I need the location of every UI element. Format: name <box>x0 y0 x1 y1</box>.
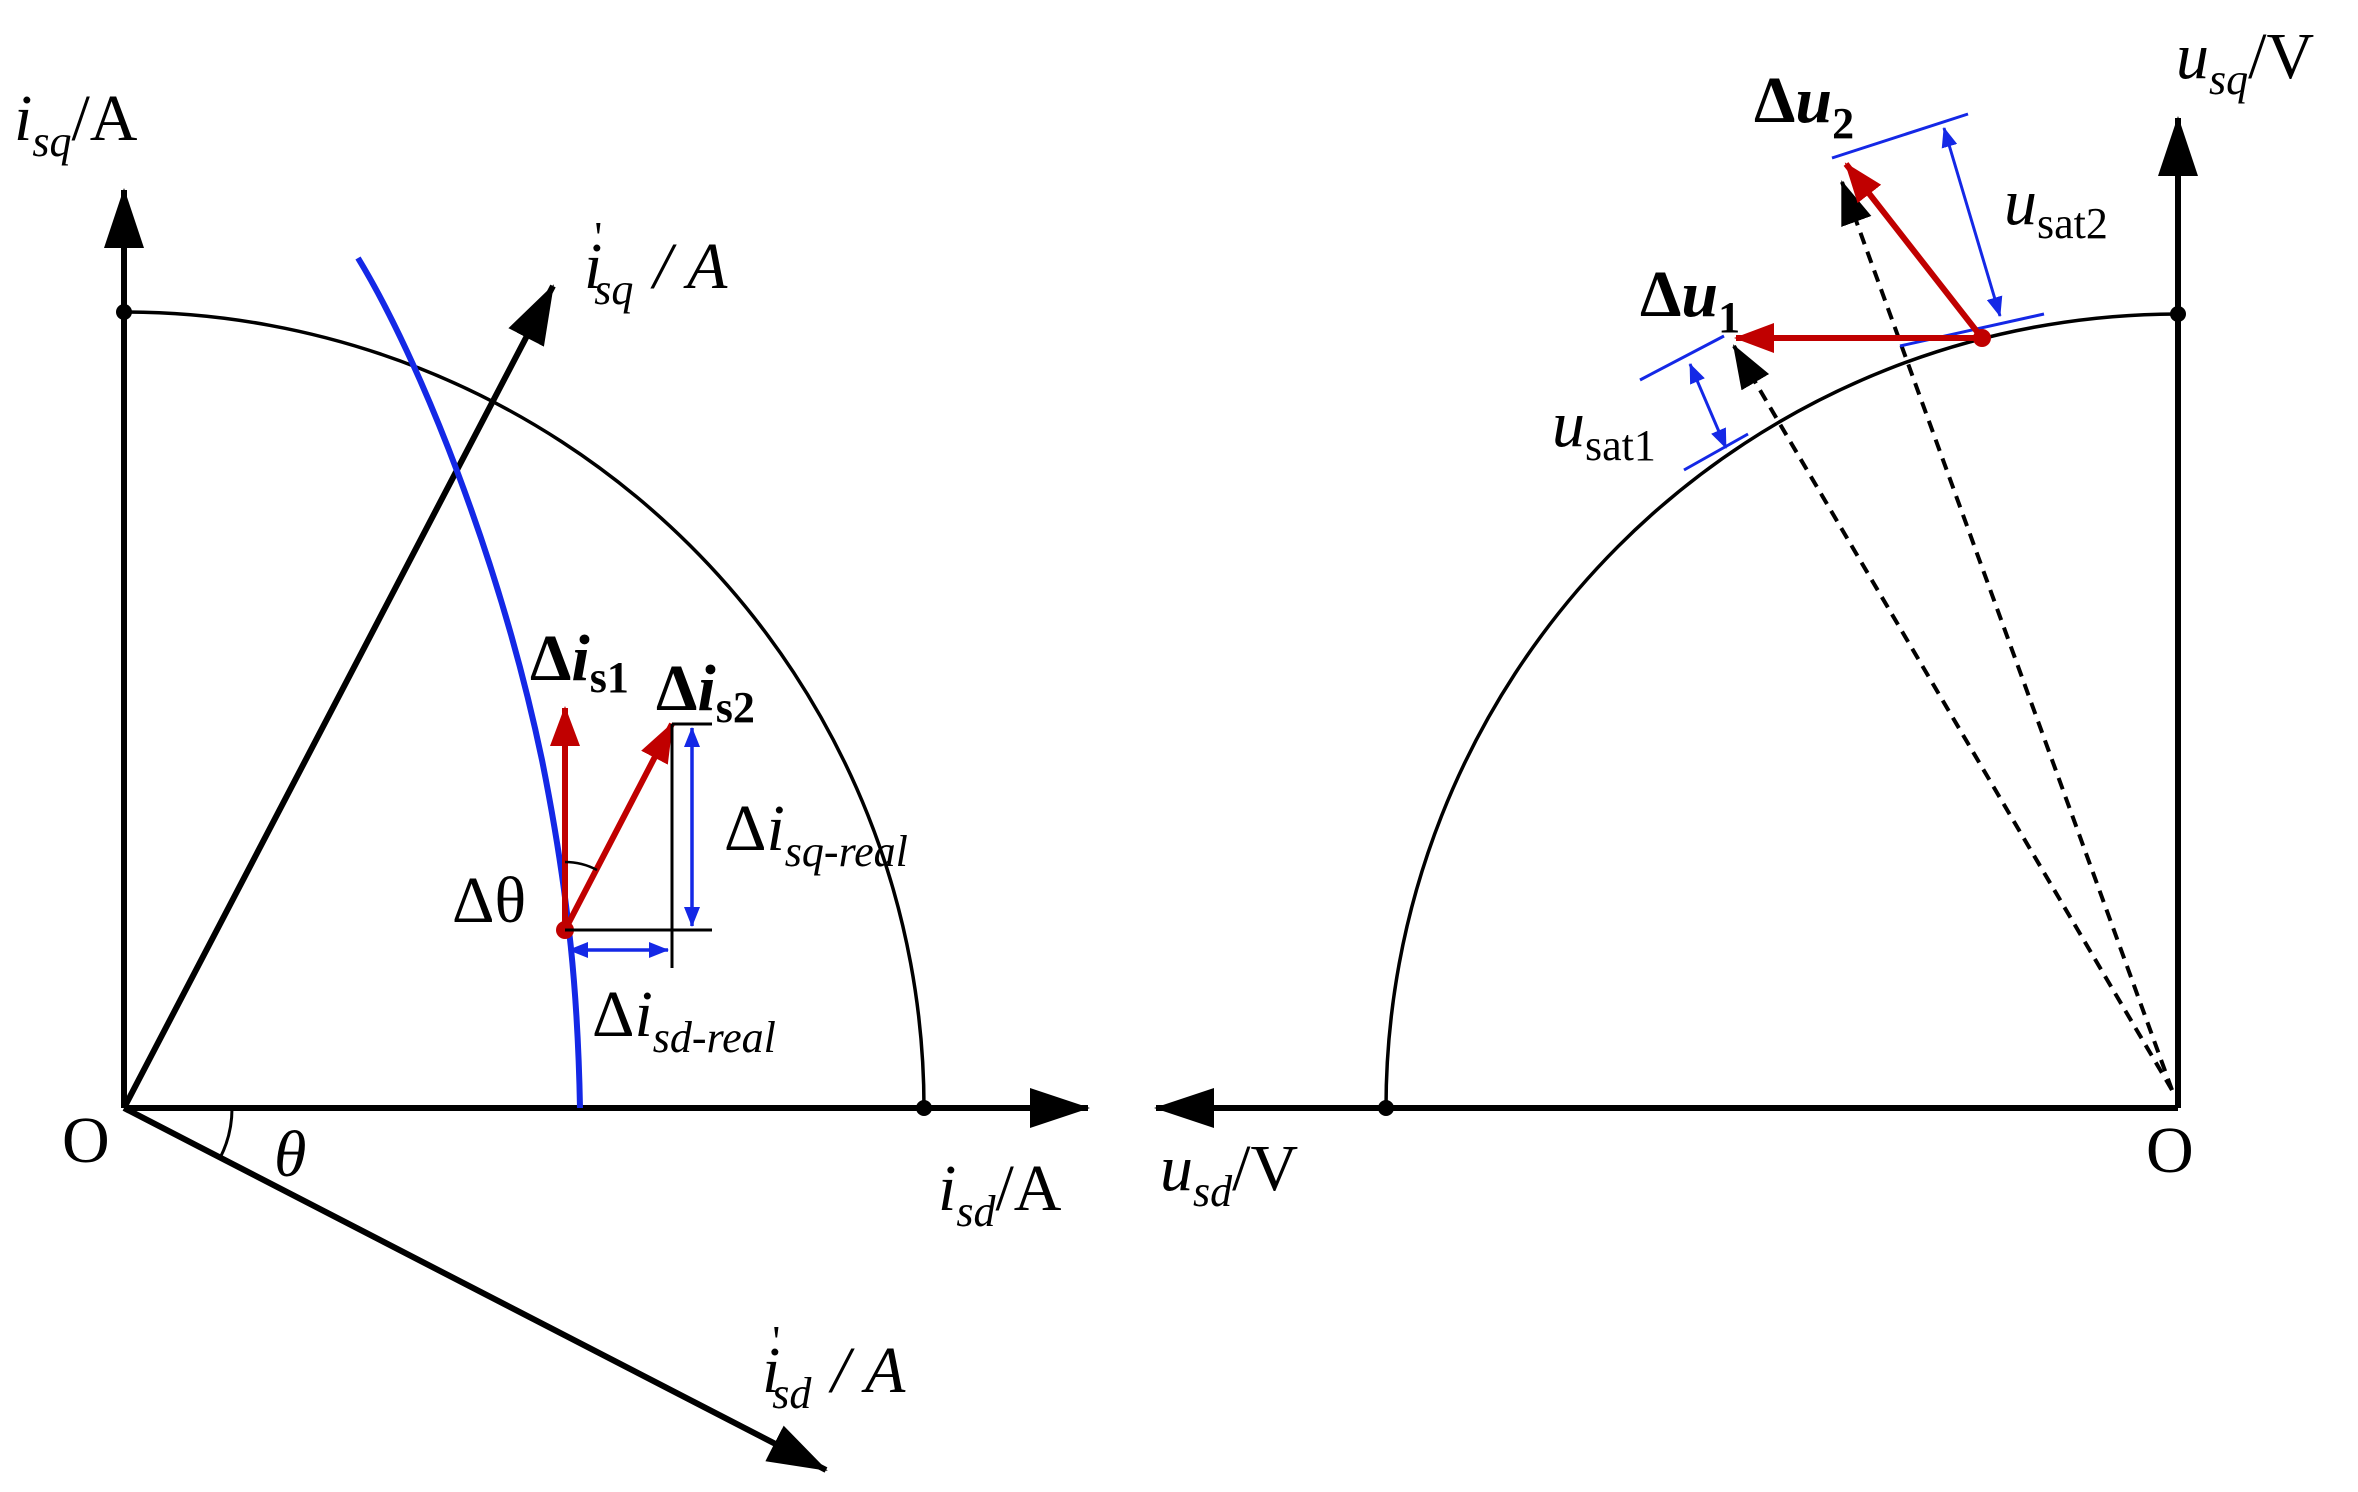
theta-label: θ <box>274 1118 306 1191</box>
isq-axis-label: isq/A <box>14 82 138 166</box>
isd-axis-label: isd/A <box>938 1152 1062 1236</box>
isd-rot-axis-label: i'sd/ A <box>762 1317 906 1418</box>
voltage-plane: O usq/V usd/V Δu2 Δu1 usat2 usat1 <box>1154 20 2314 1216</box>
isd-limit-point <box>916 1100 932 1116</box>
usq-axis-label: usq/V <box>2176 20 2314 104</box>
current-limit-circle <box>123 310 926 1109</box>
delta-u1-label: Δu1 <box>1640 258 1740 342</box>
dashed-line-u2 <box>1840 180 2174 1091</box>
usat1-inner-tangent <box>1683 432 1749 472</box>
delta-is1-label: Δis1 <box>530 622 629 702</box>
usq-limit-point <box>2170 306 2186 322</box>
isd-rot-axis <box>122 1105 828 1473</box>
delta-is2-label: Δis2 <box>656 652 755 732</box>
voltage-operating-point <box>1973 329 1991 347</box>
delta-isq-real-label: Δisq-real <box>724 792 908 876</box>
usat2-outer-tangent <box>1831 112 1969 160</box>
delta-u2-label: Δu2 <box>1754 64 1854 148</box>
isq-limit-point <box>116 304 132 320</box>
current-plane: O isq/A isd/A i'sq/ A i'sd/ A θ Δθ Δis1 … <box>14 82 1090 1473</box>
isq-rot-axis-label: i'sq/ A <box>584 213 728 314</box>
delta-theta-label: Δθ <box>452 864 526 937</box>
delta-is2-vector <box>562 722 675 932</box>
usat2-label: usat2 <box>2004 166 2108 248</box>
delta-u2-vector <box>1843 162 1985 340</box>
origin-label-right: O <box>2146 1114 2194 1187</box>
origin-label-left: O <box>62 1104 110 1177</box>
voltage-limit-circle <box>1384 312 2179 1109</box>
theta-arc <box>218 1107 234 1159</box>
dashed-line-u1 <box>1732 344 2174 1092</box>
delta-theta-arc <box>564 860 598 872</box>
delta-isd-real-label: Δisd-real <box>592 978 776 1062</box>
usat2-dimension <box>1941 127 2003 317</box>
isq-rot-axis <box>121 284 556 1110</box>
usat1-label: usat1 <box>1552 388 1656 470</box>
usat1-dimension <box>1688 363 1728 449</box>
voltage-limit-trajectory <box>355 256 583 1109</box>
usat1-outer-tangent <box>1639 334 1725 382</box>
usd-limit-point <box>1378 1100 1394 1116</box>
usd-axis-label: usd/V <box>1160 1132 1298 1216</box>
